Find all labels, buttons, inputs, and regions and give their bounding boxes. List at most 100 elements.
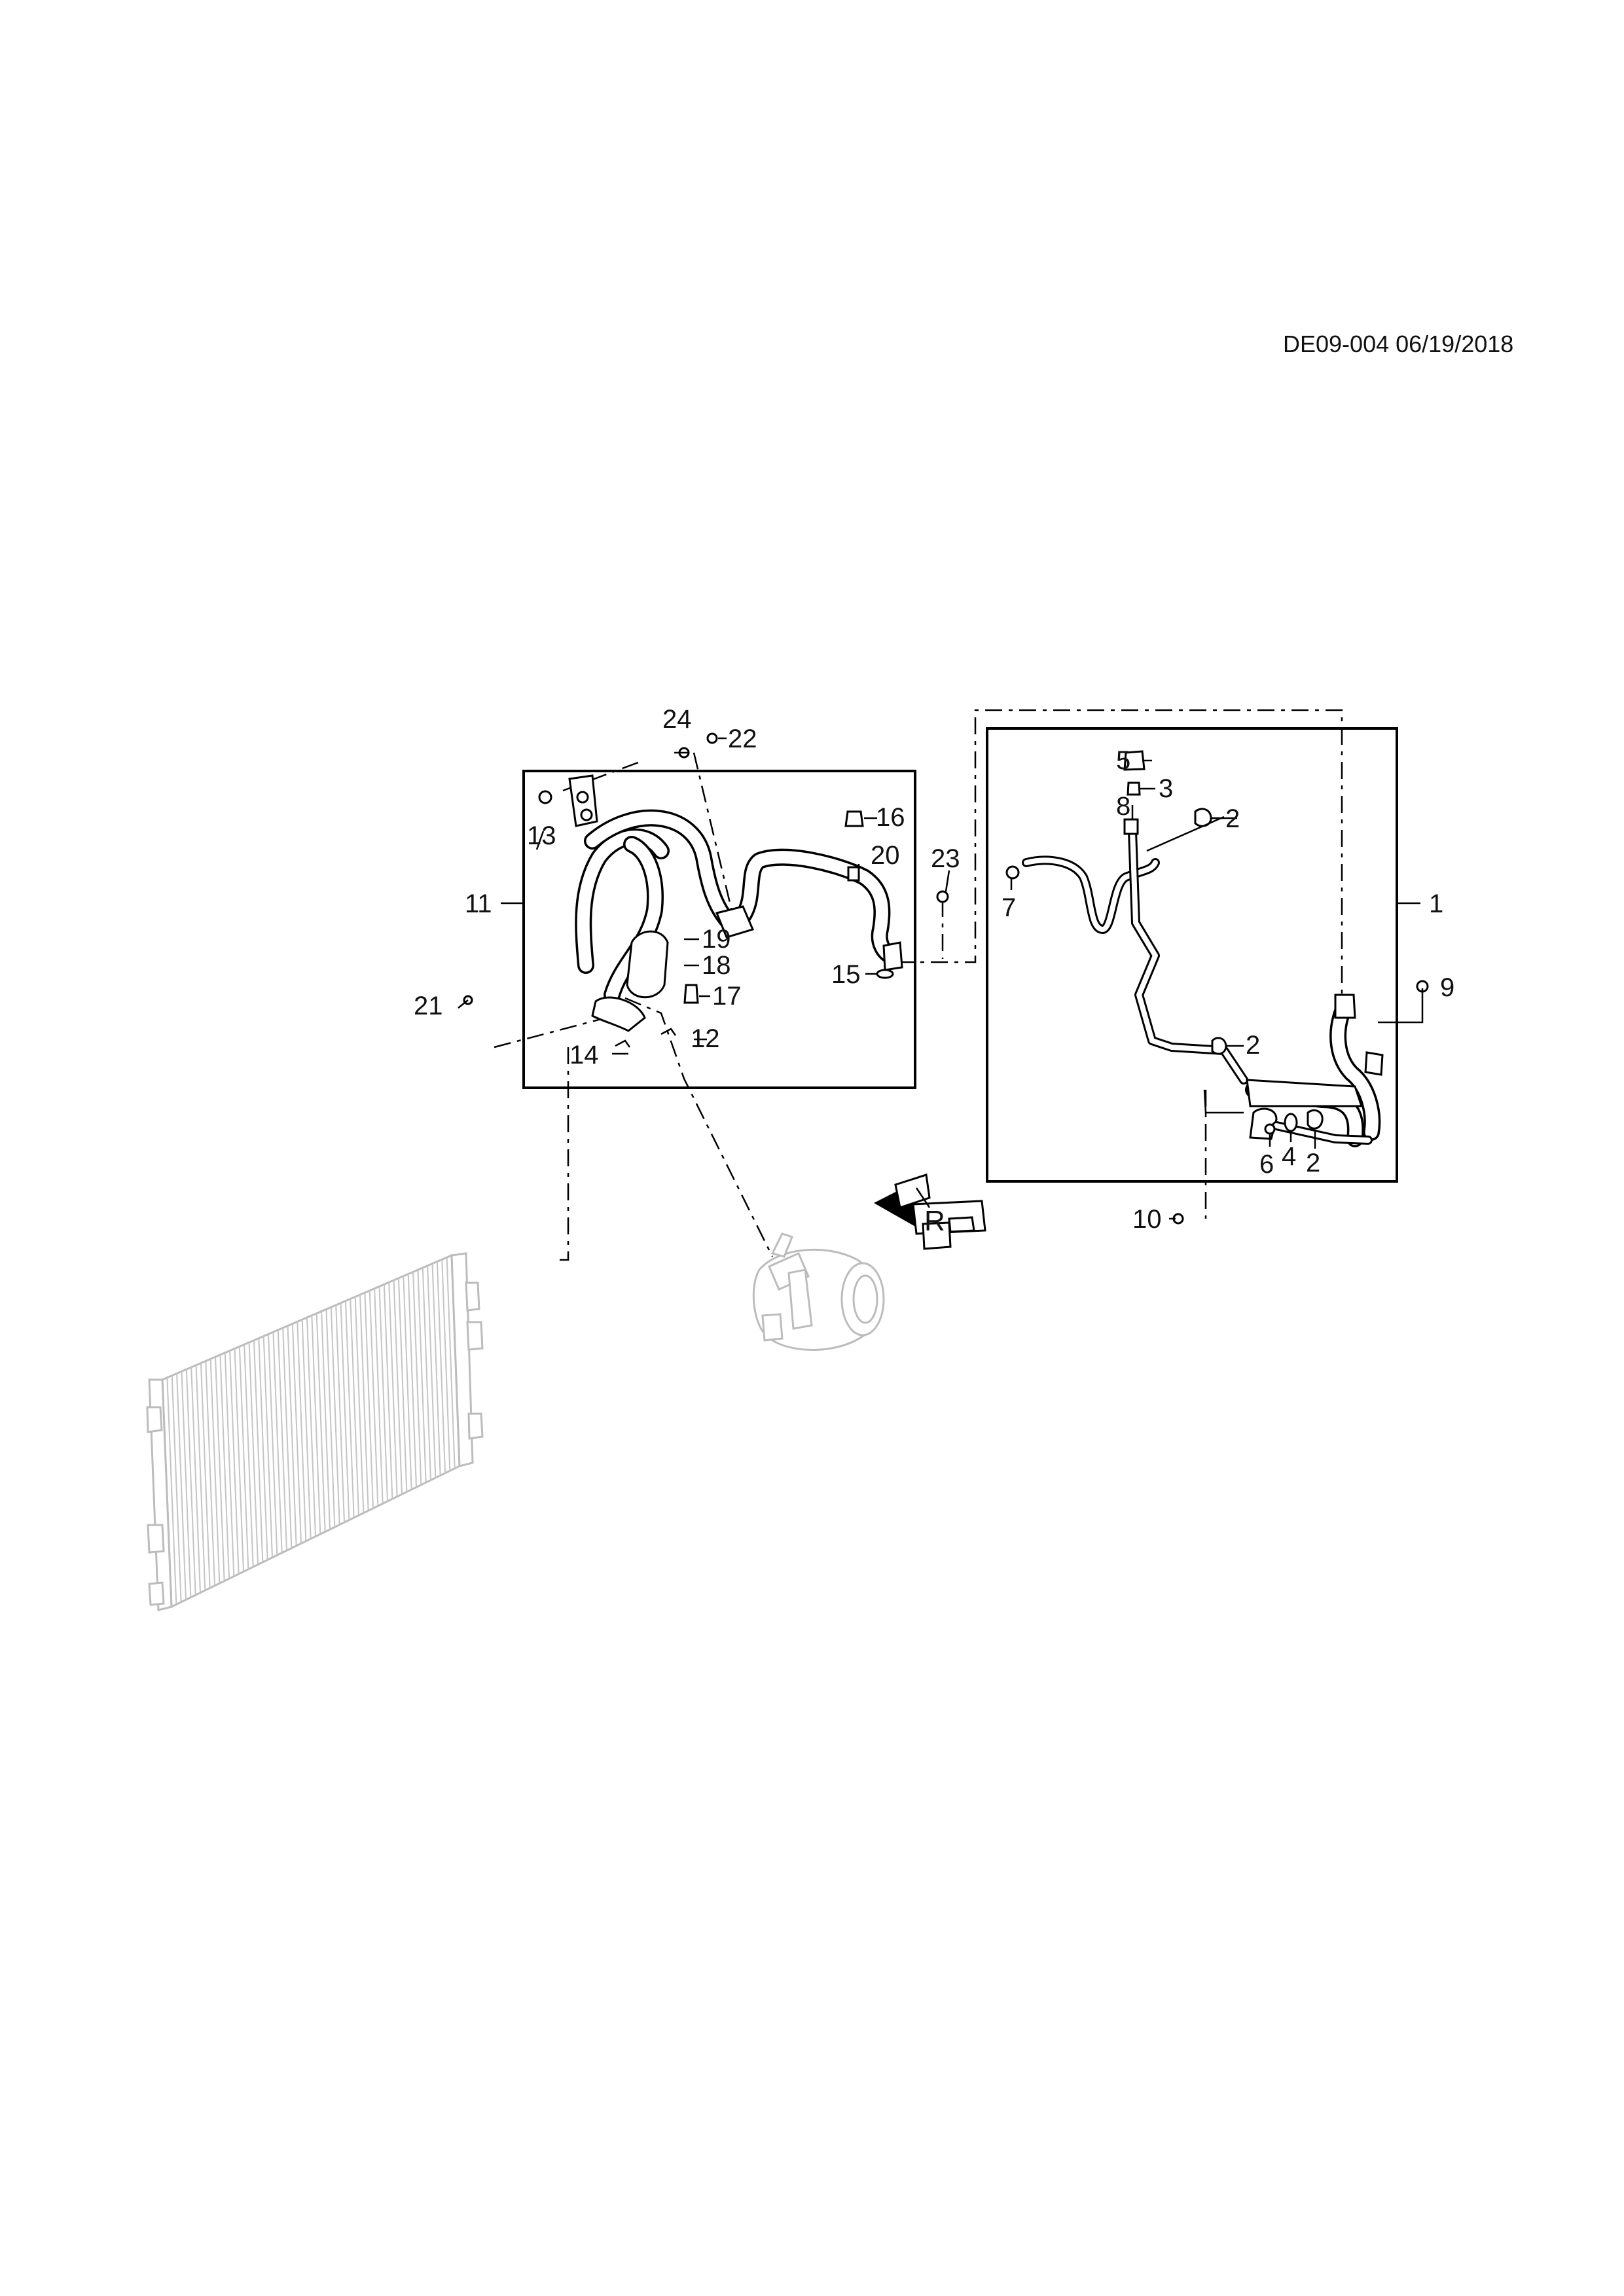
condenser-fin <box>190 1367 201 1593</box>
condenser-fin <box>205 1361 215 1586</box>
callout-13: 13 <box>527 821 556 850</box>
condenser-fin <box>369 1290 379 1506</box>
condenser-fin <box>364 1292 374 1509</box>
callout-20: 20 <box>871 841 900 870</box>
condenser-fin <box>171 1375 182 1602</box>
condenser-fin <box>422 1267 431 1480</box>
callout-12: 12 <box>691 1024 720 1053</box>
condenser-fin <box>359 1295 369 1511</box>
compressor-hose-assembly <box>568 774 903 1032</box>
condenser-fin <box>321 1311 331 1530</box>
condenser-fin <box>427 1265 437 1478</box>
condenser-fin <box>325 1309 336 1528</box>
condenser-fin <box>407 1274 417 1488</box>
callout-5: 5 <box>1116 746 1130 775</box>
condenser-fin <box>166 1377 177 1605</box>
condenser-fin <box>350 1299 359 1516</box>
condenser-fin <box>436 1261 446 1473</box>
condenser-fin <box>258 1338 268 1560</box>
callout-14: 14 <box>569 1041 599 1069</box>
compressor-ghost <box>752 1232 885 1351</box>
callout-leader-lines <box>458 737 1424 1220</box>
condenser-fin <box>441 1259 451 1471</box>
condenser-fin <box>412 1272 422 1485</box>
condenser-fin <box>287 1325 297 1546</box>
condenser-fin <box>311 1315 321 1534</box>
condenser-fin <box>272 1332 283 1553</box>
condenser-fin <box>244 1344 254 1568</box>
condenser-fin <box>301 1319 312 1539</box>
condenser-fin <box>234 1348 244 1572</box>
condenser-fin <box>403 1276 412 1490</box>
condenser-fin <box>219 1354 230 1579</box>
assembly-frame-11 <box>522 770 916 1089</box>
orientation-marker: R <box>874 1174 986 1250</box>
condenser-fin <box>215 1357 225 1581</box>
callout-4: 4 <box>1282 1142 1296 1171</box>
callout-23: 23 <box>931 844 960 873</box>
callout-18: 18 <box>702 951 731 980</box>
condenser-fin <box>397 1278 408 1492</box>
condenser-fin <box>354 1297 365 1513</box>
condenser-fin <box>340 1302 350 1520</box>
condenser-fin <box>248 1342 259 1565</box>
callout-7: 7 <box>1001 893 1016 922</box>
condenser-fin <box>195 1365 206 1590</box>
right-small-parts <box>1005 750 1429 1225</box>
assembly-dash-lines <box>494 709 1343 1261</box>
callout-2-bottom: 2 <box>1306 1149 1320 1177</box>
condenser-fin <box>181 1371 192 1598</box>
condenser-fin <box>238 1346 249 1570</box>
left-small-parts <box>463 732 949 1048</box>
condenser-fin <box>316 1313 326 1532</box>
callout-19: 19 <box>702 925 731 954</box>
condenser-fin <box>268 1334 278 1556</box>
diagram-id-label: DE09-004 06/19/2018 <box>1283 331 1514 357</box>
condenser-fin <box>335 1304 345 1523</box>
condenser-fin <box>229 1350 240 1574</box>
condenser-fin <box>185 1369 196 1596</box>
callout-15: 15 <box>831 960 861 989</box>
callout-1: 1 <box>1429 889 1443 918</box>
callout-9: 9 <box>1440 973 1454 1002</box>
condenser-fin <box>209 1359 221 1584</box>
condenser-fin <box>374 1288 384 1504</box>
callout-17: 17 <box>712 982 742 1011</box>
callout-22: 22 <box>728 725 757 753</box>
callout-11: 11 <box>465 889 492 918</box>
callout-numbers: 1 2 2 2 3 4 5 6 7 8 9 10 11 12 13 14 15 … <box>414 705 1454 1234</box>
condenser-fin <box>383 1284 393 1499</box>
callout-24: 24 <box>662 705 692 734</box>
condenser-fin <box>344 1300 355 1518</box>
callout-21: 21 <box>414 992 443 1020</box>
callout-3: 3 <box>1159 774 1173 803</box>
callout-6: 6 <box>1259 1150 1274 1179</box>
condenser-fin <box>446 1257 456 1469</box>
orientation-letter: R <box>924 1205 945 1237</box>
condenser-fin <box>393 1280 403 1495</box>
assembly-frame-1 <box>986 727 1398 1183</box>
condenser-ghost <box>146 1252 484 1611</box>
condenser-fin <box>282 1327 293 1549</box>
callout-2-top: 2 <box>1225 804 1240 833</box>
callout-10: 10 <box>1132 1205 1162 1234</box>
callout-2-middle: 2 <box>1246 1031 1260 1060</box>
callout-8: 8 <box>1116 792 1130 821</box>
condenser-fin <box>297 1321 307 1541</box>
condenser-fin <box>330 1307 340 1525</box>
condenser-fin <box>306 1317 316 1537</box>
callout-16: 16 <box>876 803 905 832</box>
condenser-fin <box>388 1282 398 1497</box>
condenser-fin <box>262 1336 273 1558</box>
condenser-fin <box>417 1270 427 1483</box>
condenser-fin <box>378 1286 388 1501</box>
evaporator-pipe-assembly <box>1022 827 1384 1147</box>
condenser-fin <box>224 1352 235 1577</box>
condenser-fin <box>277 1329 287 1551</box>
condenser-fin <box>200 1363 211 1588</box>
condenser-fin <box>431 1263 441 1476</box>
condenser-fin <box>291 1323 302 1544</box>
condenser-fin <box>253 1340 264 1562</box>
